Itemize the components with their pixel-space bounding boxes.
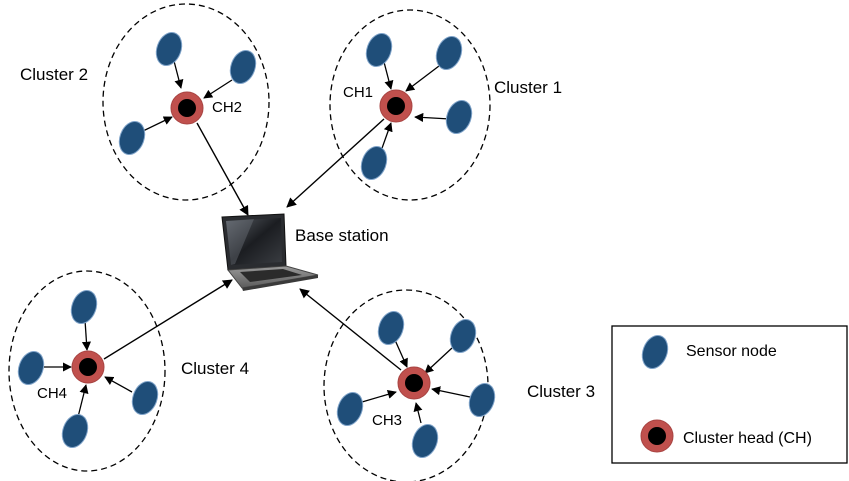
cluster-label: Cluster 2	[20, 65, 88, 84]
sensor-node	[449, 319, 477, 353]
cluster-head-label: CH4	[37, 385, 67, 402]
sensor-node	[70, 290, 98, 324]
link	[424, 347, 453, 374]
uplink-ch3	[299, 288, 402, 371]
link	[394, 339, 408, 368]
link	[203, 79, 233, 99]
sensor-node	[468, 383, 496, 417]
link	[413, 402, 423, 424]
cluster-head-core	[79, 358, 97, 376]
cluster-boundary	[329, 9, 491, 201]
laptop-icon	[221, 213, 319, 291]
sensor-node	[411, 424, 439, 458]
cluster-head-label: CH1	[343, 84, 373, 101]
link	[414, 112, 451, 123]
cluster-3: Cluster 3 CH3	[323, 289, 595, 481]
sensor-node	[360, 146, 388, 180]
link	[77, 384, 89, 418]
cluster-head-label: CH3	[372, 412, 402, 429]
cluster-boundary	[102, 3, 270, 201]
sensor-node	[336, 392, 364, 426]
cluster-head-core	[178, 99, 196, 117]
legend-cluster-head-core	[648, 427, 666, 445]
link	[104, 376, 133, 393]
link	[142, 116, 173, 132]
sensor-node	[118, 121, 146, 155]
cluster-4: Cluster 4 CH4	[8, 270, 249, 472]
link	[173, 60, 184, 89]
legend-sensor-node-icon	[641, 335, 669, 369]
cluster-label: Cluster 3	[527, 382, 595, 401]
cluster-head-core	[387, 97, 405, 115]
uplink-ch1	[286, 118, 385, 208]
sensor-node	[445, 100, 473, 134]
legend-cluster-head-label: Cluster head (CH)	[683, 430, 812, 447]
sensor-node	[435, 36, 463, 70]
uplink-ch2	[196, 122, 249, 216]
link	[361, 389, 397, 403]
sensor-node	[131, 381, 159, 415]
link	[431, 386, 471, 398]
link	[405, 65, 440, 92]
legend: Sensor node Cluster head (CH)	[611, 325, 848, 464]
legend-sensor-node-label: Sensor node	[686, 343, 777, 360]
sensor-node	[155, 32, 183, 66]
cluster-head-label: CH2	[212, 99, 242, 116]
cluster-2: Cluster 2 CH2	[20, 3, 270, 201]
sensor-node	[229, 50, 257, 84]
cluster-head-core	[405, 374, 423, 392]
base-station: Base station	[221, 213, 389, 291]
base-station-label: Base station	[295, 226, 389, 245]
sensor-node	[365, 33, 393, 67]
link	[81, 319, 91, 351]
sensor-node	[61, 414, 89, 448]
cluster-1: Cluster 1 CH1	[329, 9, 562, 201]
link	[383, 61, 394, 90]
link	[380, 122, 393, 152]
cluster-label: Cluster 1	[494, 78, 562, 97]
sensor-node	[377, 311, 405, 345]
cluster-boundary	[8, 270, 166, 472]
uplink-ch4	[103, 279, 233, 360]
cluster-label: Cluster 4	[181, 359, 249, 378]
sensor-node	[17, 351, 45, 385]
